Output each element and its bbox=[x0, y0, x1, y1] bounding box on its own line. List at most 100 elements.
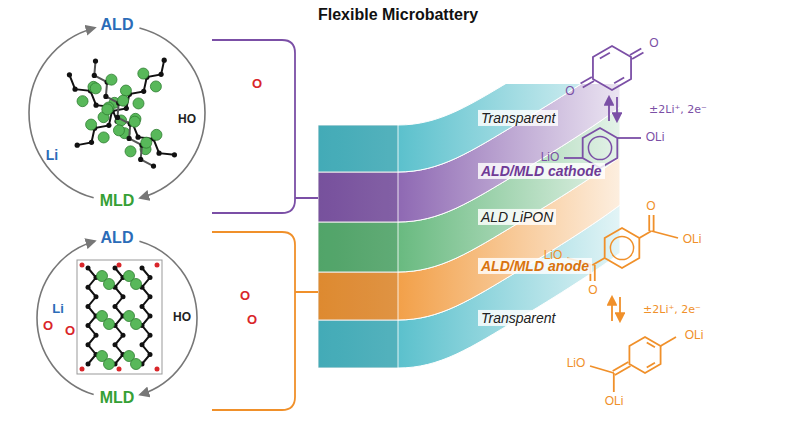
circle-outline bbox=[22, 8, 212, 212]
chemical-bond bbox=[614, 77, 624, 83]
figure-title: Flexible Microbattery bbox=[318, 6, 478, 24]
atom-label: HO bbox=[173, 311, 191, 325]
carbon-atom bbox=[162, 58, 167, 63]
layer-front-face bbox=[318, 222, 398, 272]
carbon-atom bbox=[86, 342, 91, 347]
bracket bbox=[212, 232, 318, 410]
chemical-bond bbox=[647, 363, 655, 368]
layer-edge bbox=[397, 222, 398, 272]
metal-atom bbox=[113, 125, 124, 136]
metal-atom bbox=[151, 129, 162, 140]
carbon-atom bbox=[93, 58, 98, 63]
layer-edge bbox=[397, 172, 398, 222]
reaction-label: ±2Li⁺, 2e⁻ bbox=[643, 304, 701, 317]
chemical-label: OLi bbox=[605, 395, 624, 409]
oxygen-atom bbox=[155, 263, 160, 268]
oxygen-atom bbox=[80, 263, 85, 268]
metal-atom bbox=[104, 319, 115, 330]
layer-label: Transparent bbox=[478, 310, 558, 326]
chemical-bond bbox=[583, 81, 594, 88]
layer-front-face bbox=[318, 320, 398, 368]
atom-label: Li bbox=[52, 302, 64, 317]
carbon-atom bbox=[148, 314, 153, 319]
carbon-atom bbox=[92, 73, 97, 78]
carbon-atom bbox=[72, 87, 77, 92]
crystal-cell bbox=[77, 260, 162, 374]
chemical-bond bbox=[564, 157, 583, 159]
carbon-atom bbox=[156, 151, 161, 156]
metal-atom bbox=[138, 68, 149, 79]
carbon-atom bbox=[148, 294, 153, 299]
carbon-atom bbox=[94, 333, 99, 338]
metal-atom bbox=[150, 81, 161, 92]
atom-label: O bbox=[43, 319, 53, 334]
bracket bbox=[212, 40, 318, 213]
carbon-atom bbox=[126, 136, 131, 141]
equilibrium-arrow bbox=[611, 297, 613, 321]
layer-edge bbox=[397, 272, 398, 320]
layer-front-face bbox=[318, 172, 398, 222]
benzene-ring bbox=[629, 337, 660, 373]
chemical-label: O bbox=[565, 85, 574, 99]
process-label: ALD bbox=[101, 16, 134, 34]
chemical-label: OLi bbox=[683, 233, 702, 247]
equilibrium-arrow bbox=[619, 297, 621, 321]
chemical-bond bbox=[639, 231, 651, 238]
reaction-label: ±2Li⁺, 2e⁻ bbox=[649, 104, 707, 117]
metal-atom bbox=[131, 279, 142, 290]
molecular-chain bbox=[94, 61, 153, 166]
atom-label: O bbox=[252, 77, 262, 92]
cycle-arrow bbox=[139, 28, 205, 198]
carbon-atom bbox=[148, 275, 153, 280]
title-panel bbox=[310, 0, 620, 84]
metal-atom bbox=[102, 104, 113, 115]
carbon-atom bbox=[106, 123, 111, 128]
metal-atom bbox=[131, 359, 142, 370]
metal-atom bbox=[129, 116, 140, 127]
carbon-atom bbox=[148, 333, 153, 338]
chemical-bond bbox=[661, 337, 676, 346]
atom-label: O bbox=[240, 289, 250, 304]
process-label: MLD bbox=[100, 192, 135, 210]
equilibrium-arrow bbox=[608, 97, 610, 121]
layer-label: ALD/MLD anode bbox=[478, 258, 592, 274]
carbon-atom bbox=[158, 72, 163, 77]
atom-label: Li bbox=[46, 147, 58, 163]
chemical-label: OLi bbox=[646, 131, 665, 145]
carbon-atom bbox=[121, 333, 126, 338]
chemical-bond bbox=[590, 366, 614, 373]
cycle-arrow bbox=[29, 28, 95, 198]
carbon-atom bbox=[148, 352, 153, 357]
chemical-label: LiO bbox=[544, 249, 563, 263]
carbon-atom bbox=[172, 152, 177, 157]
carbon-atom bbox=[93, 103, 98, 108]
carbon-atom bbox=[124, 106, 129, 111]
carbon-atom bbox=[86, 323, 91, 328]
carbon-atom bbox=[75, 143, 80, 148]
atom-label: O bbox=[247, 313, 257, 328]
carbon-atom bbox=[140, 266, 145, 271]
carbon-atom bbox=[86, 266, 91, 271]
chemical-label: O bbox=[588, 284, 597, 298]
oxygen-atom bbox=[80, 367, 85, 372]
chemical-bond bbox=[594, 265, 596, 281]
chemical-bond bbox=[613, 373, 615, 392]
metal-atom bbox=[133, 98, 144, 109]
benzene-ring bbox=[593, 46, 631, 90]
carbon-atom bbox=[113, 266, 118, 271]
chemical-bond bbox=[651, 231, 678, 238]
aromatic-circle bbox=[610, 236, 633, 259]
metal-atom bbox=[98, 132, 109, 143]
chemical-label: O bbox=[646, 200, 655, 214]
carbon-atom bbox=[140, 304, 145, 309]
layer-edge bbox=[397, 320, 398, 368]
chemical-bond bbox=[630, 49, 641, 56]
chemical-bond bbox=[615, 366, 631, 375]
chemical-bond bbox=[648, 215, 650, 231]
carbon-atom bbox=[89, 140, 94, 145]
carbon-atom bbox=[140, 342, 145, 347]
metal-atom bbox=[104, 279, 115, 290]
layer-front-face bbox=[318, 125, 398, 172]
chemical-bond bbox=[600, 53, 610, 59]
